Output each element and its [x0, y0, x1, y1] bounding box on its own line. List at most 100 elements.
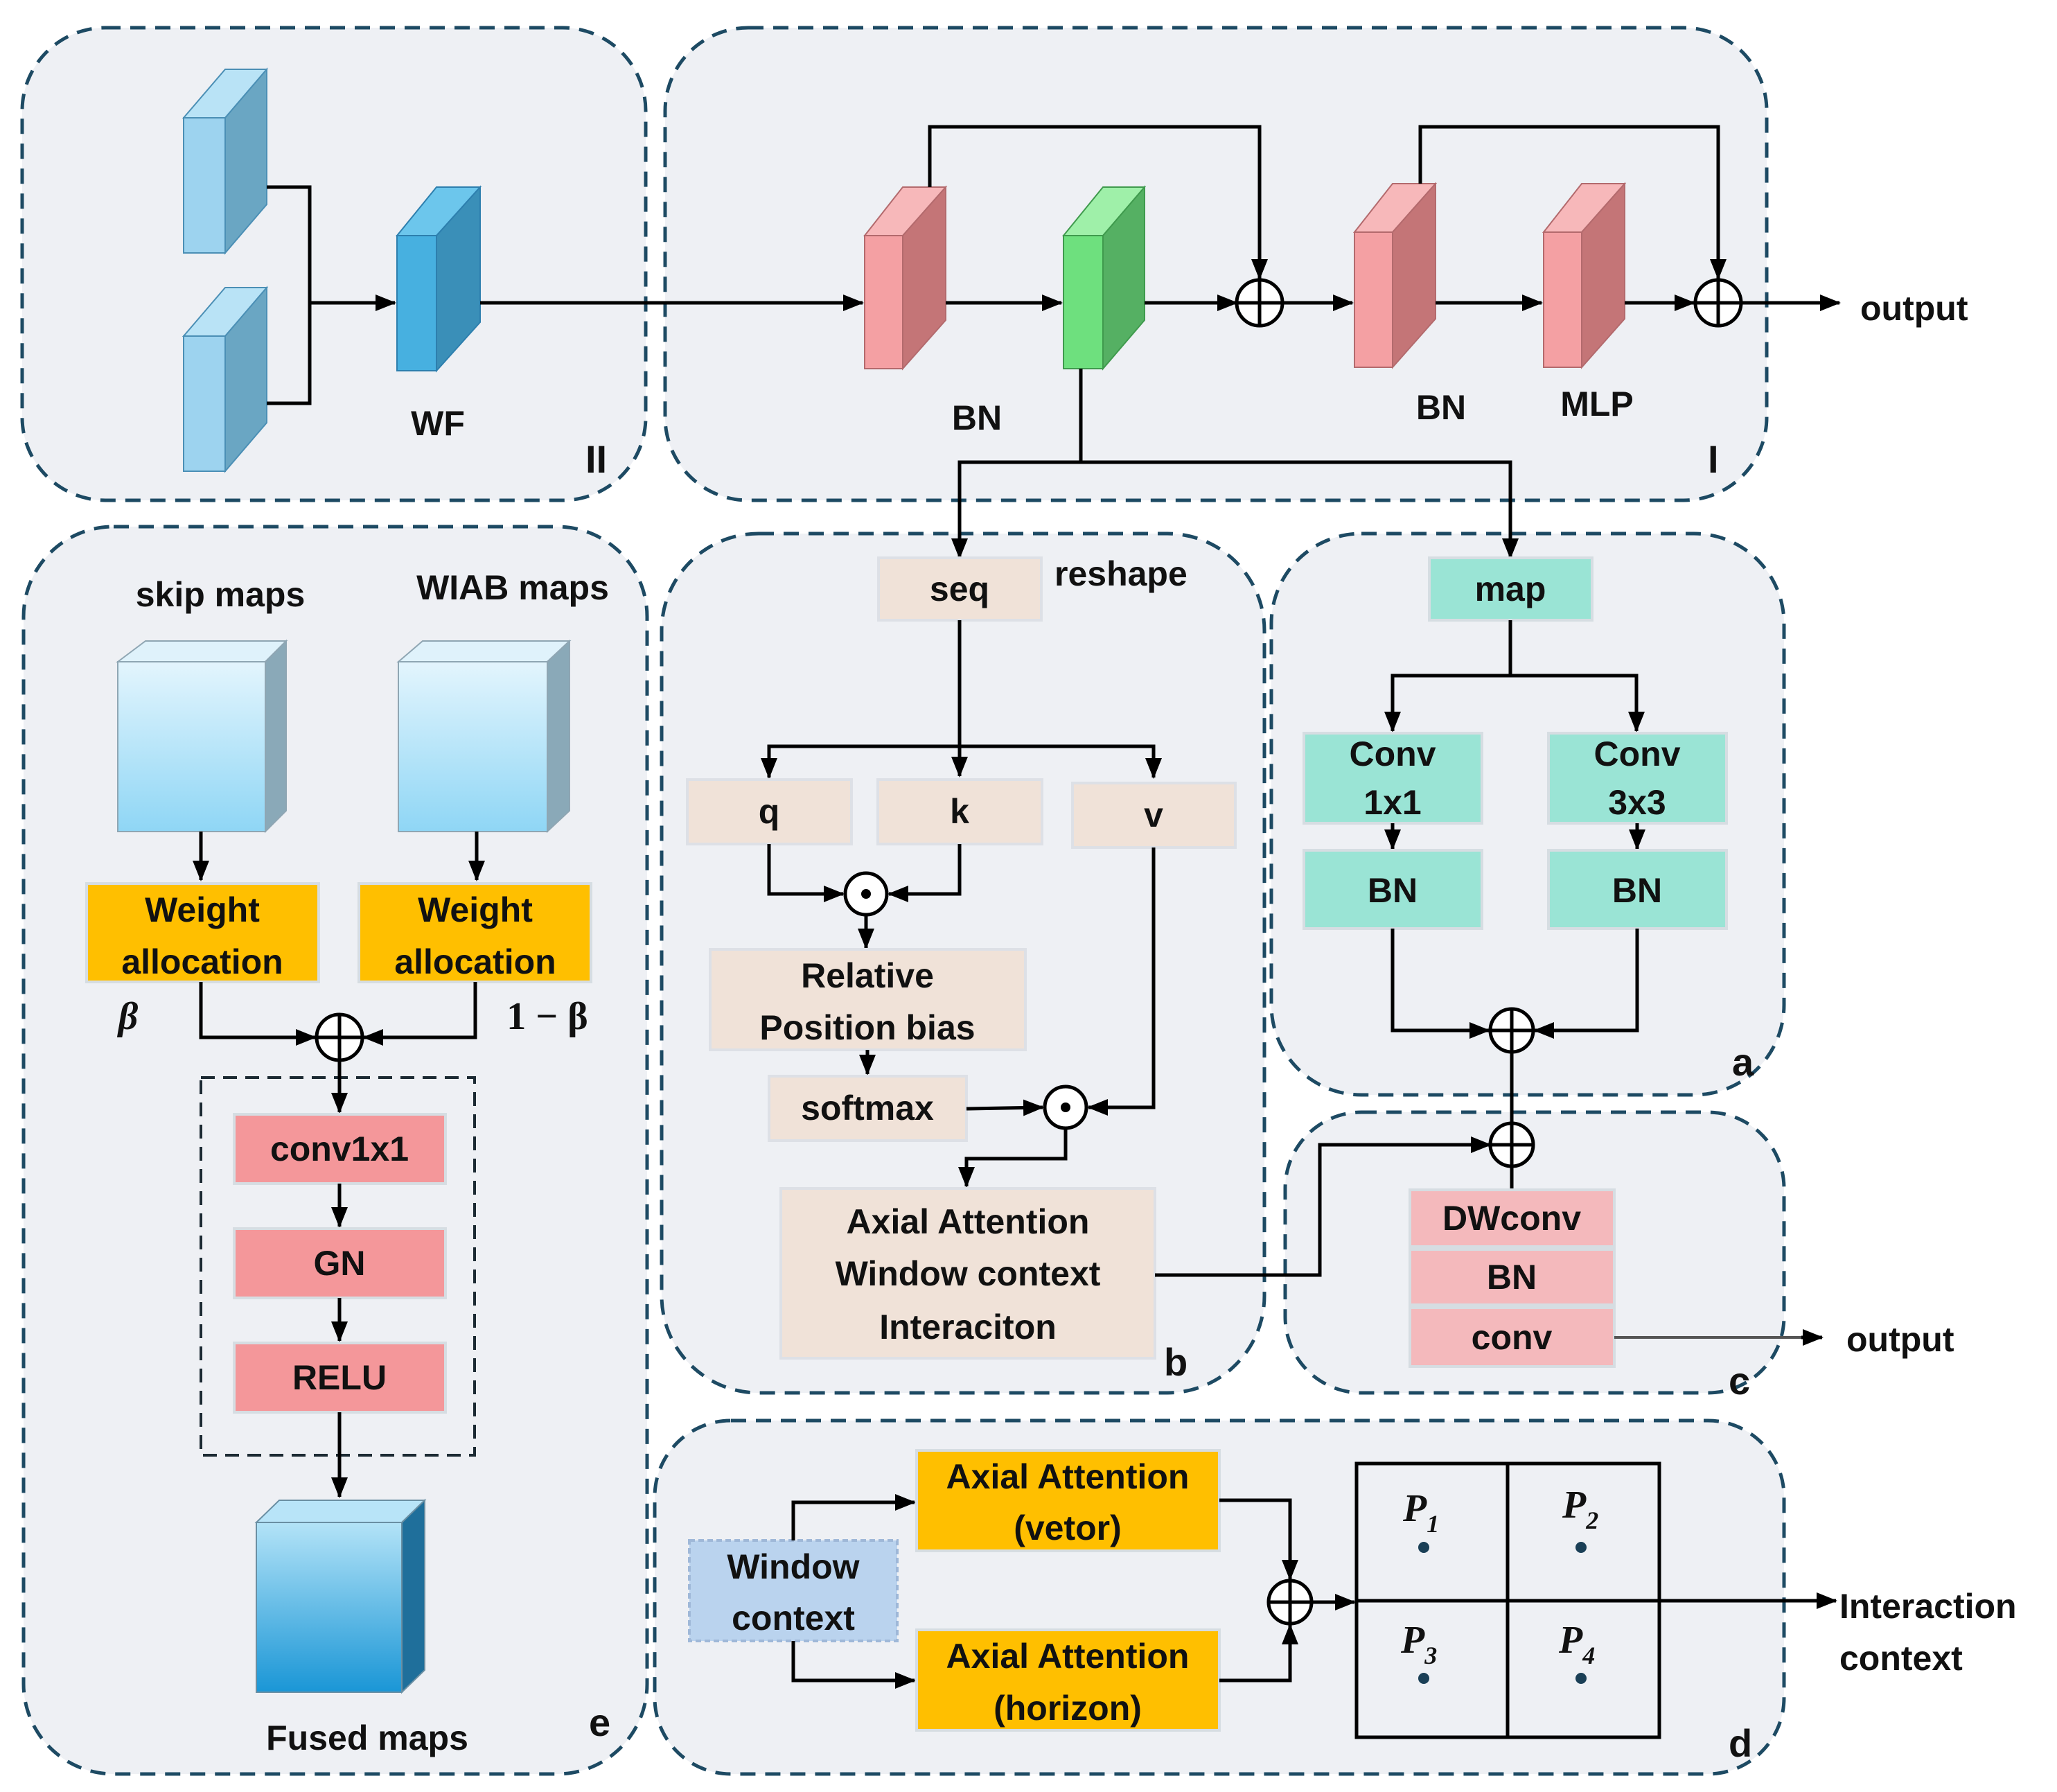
q-to-dot: [767, 844, 845, 902]
residual-1: [928, 125, 1268, 280]
bn-left-to-add: [1391, 929, 1490, 1039]
p1-label: P1: [1402, 1487, 1439, 1538]
w2-line1: Weight: [418, 890, 533, 929]
w1-to-add: [199, 982, 317, 1046]
feature-block-bottom: [182, 286, 269, 473]
interaction-line2: context: [1839, 1639, 1963, 1678]
conv1-line1: Conv: [1350, 735, 1436, 773]
dot-to-axial: [958, 1128, 1068, 1188]
branch-to-map: [1081, 460, 1519, 559]
interaction-line1: Interaction: [1839, 1587, 2017, 1626]
bn-block-1: [863, 185, 948, 371]
window-to-ah: [791, 1641, 916, 1689]
ah-line1: Axial Attention: [946, 1637, 1190, 1676]
dot-product-op-2-dot: [1061, 1103, 1070, 1112]
conv3-line1: Conv: [1594, 735, 1681, 773]
av-line1: Axial Attention: [946, 1457, 1190, 1496]
output-label-c: output: [1846, 1320, 1954, 1359]
panel-II: [20, 26, 648, 502]
bn-left-box: [1303, 849, 1483, 930]
p1-dot: [1418, 1542, 1429, 1553]
axial-line3: Interaciton: [879, 1308, 1057, 1346]
one-minus-beta-label: 1 − β: [506, 995, 588, 1038]
dot-product-op-1-dot: [861, 889, 871, 899]
c-bn-box: [1409, 1248, 1616, 1306]
p2-label: P2: [1562, 1484, 1598, 1534]
weight-allocation-2: [357, 882, 592, 983]
v-box: [1071, 782, 1237, 849]
axial-line1: Axial Attention: [847, 1202, 1090, 1241]
w1-line2: allocation: [121, 942, 283, 981]
c-conv-box: [1409, 1306, 1616, 1368]
beta-label: β: [117, 995, 139, 1038]
axial-to-c-add: [1155, 1143, 1483, 1277]
panel-label-b: b: [1164, 1340, 1188, 1384]
bn-right-box: [1547, 849, 1728, 930]
w1-line1: Weight: [145, 890, 260, 929]
p2-dot: [1575, 1542, 1587, 1553]
add-op-d-plus: [1269, 1581, 1312, 1624]
branch-to-seq: [951, 369, 1083, 559]
ah-to-add: [1219, 1624, 1298, 1683]
panel-label-e: e: [589, 1701, 610, 1744]
panel-label-a: a: [1732, 1040, 1754, 1084]
c-bn-label: BN: [1487, 1258, 1537, 1297]
q-box: [686, 778, 853, 845]
window-line2: context: [732, 1599, 855, 1637]
fused-maps-label: Fused maps: [266, 1719, 468, 1757]
p4-dot: [1575, 1673, 1587, 1684]
v-to-dot: [1087, 847, 1156, 1116]
panel-label-I: I: [1708, 437, 1719, 481]
bn-left-label: BN: [1368, 871, 1418, 910]
mlp-block: [1542, 182, 1627, 369]
conv1x1-label: conv1x1: [270, 1130, 409, 1168]
window-line1: Window: [727, 1547, 859, 1586]
add-op-2-plus: [1695, 280, 1741, 326]
output-label-top: output: [1860, 289, 1968, 328]
map-box: [1428, 556, 1593, 622]
relu-label: RELU: [292, 1358, 387, 1397]
p3-label: P3: [1400, 1619, 1437, 1669]
softmax-label: softmax: [801, 1089, 934, 1127]
k-to-dot: [888, 844, 962, 902]
bn-right-to-add: [1533, 929, 1639, 1039]
axial-line2: Window context: [836, 1254, 1101, 1293]
rel-pos-bias-box: [709, 948, 1027, 1051]
bn1-label: BN: [952, 398, 1002, 437]
add-op-e-plus: [317, 1014, 362, 1060]
feature-block-top: [182, 67, 269, 255]
attention-block: [1061, 185, 1147, 371]
map-label: map: [1475, 570, 1546, 608]
wf-label: WF: [411, 404, 465, 443]
conv3-line2: 3x3: [1608, 783, 1666, 822]
q-label: q: [759, 792, 780, 831]
conv3x3-box: [1547, 732, 1728, 825]
wiab-maps-cube: [396, 639, 572, 834]
add-op-1-plus: [1237, 280, 1282, 326]
softmax-box: [768, 1075, 968, 1142]
panel-I: [663, 26, 1769, 502]
av-line2: (vetor): [1014, 1509, 1122, 1547]
softmax-to-dot: [966, 1099, 1044, 1116]
c-conv-label: conv: [1472, 1318, 1553, 1357]
seq-label: seq: [930, 570, 989, 608]
add-op-a-plus: [1490, 1009, 1533, 1052]
p4-label: P4: [1558, 1619, 1595, 1669]
wiab-maps-label: WIAB maps: [416, 568, 609, 607]
dwconv-box: [1409, 1188, 1616, 1248]
panel-label-c: c: [1729, 1359, 1750, 1403]
rel-line1: Relative: [801, 956, 934, 995]
skip-maps-cube: [116, 639, 288, 834]
axial-vetor-box: [915, 1449, 1221, 1552]
conv1-line2: 1x1: [1363, 783, 1421, 822]
fused-maps-cube: [254, 1498, 427, 1694]
bn2-label: BN: [1416, 388, 1466, 427]
v-label: v: [1144, 796, 1163, 834]
mlp-label: MLP: [1560, 385, 1634, 423]
bn-block-2: [1352, 182, 1438, 369]
ah-line2: (horizon): [994, 1689, 1142, 1728]
panel-label-II: II: [585, 437, 607, 481]
panel-label-d: d: [1729, 1721, 1752, 1765]
rel-line2: Position bias: [759, 1008, 975, 1047]
